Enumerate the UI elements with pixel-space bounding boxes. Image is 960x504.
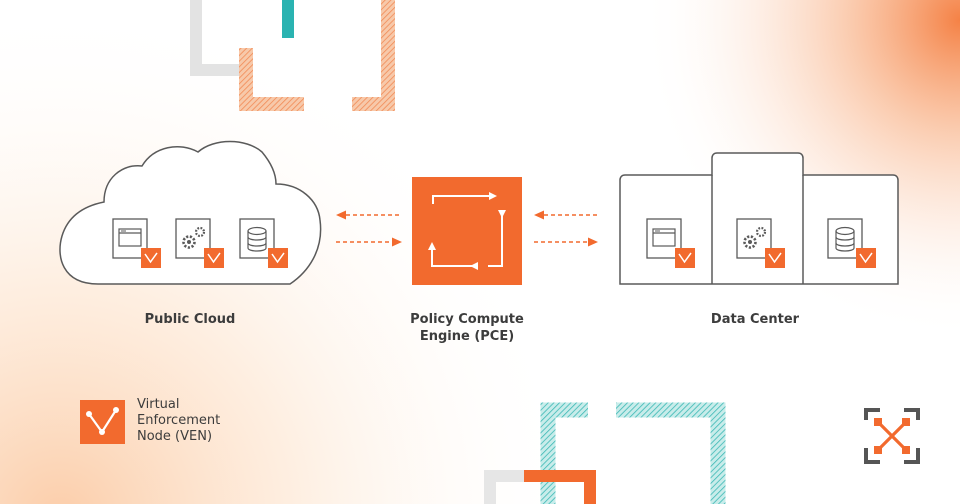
cycle-arrows-icon xyxy=(428,192,506,270)
pce-label-line1: Policy Compute xyxy=(410,312,524,327)
database-icon xyxy=(247,226,267,252)
ven-badge xyxy=(675,248,695,268)
legend-line-2: Enforcement xyxy=(137,413,221,428)
pce-label: Policy Compute Engine (PCE) xyxy=(392,311,542,345)
ven-badge xyxy=(765,248,785,268)
database-icon xyxy=(835,226,855,252)
ven-legend-label: Virtual Enforcement Node (VEN) xyxy=(137,397,220,445)
gears-icon xyxy=(182,226,206,249)
data-center-label: Data Center xyxy=(710,312,800,327)
workload-gears xyxy=(175,218,224,268)
pce-node xyxy=(412,177,522,285)
ven-badge xyxy=(268,248,288,268)
workload-database xyxy=(827,218,876,268)
workload-browser xyxy=(646,218,695,268)
pce-label-line2: Engine (PCE) xyxy=(419,329,515,344)
arrows-cloud-pce xyxy=(336,210,402,247)
public-cloud-node xyxy=(59,140,322,285)
ven-badge xyxy=(204,248,224,268)
ven-badge xyxy=(856,248,876,268)
workload-gears xyxy=(736,218,785,268)
workload-browser xyxy=(112,218,161,268)
legend-line-3: Node (VEN) xyxy=(137,429,213,444)
legend-line-1: Virtual xyxy=(137,397,180,412)
data-center-node xyxy=(619,152,899,285)
workload-database xyxy=(239,218,288,268)
gears-icon xyxy=(743,226,767,249)
brand-logo xyxy=(864,408,920,464)
decor-brackets-top xyxy=(190,0,395,111)
public-cloud-label: Public Cloud xyxy=(144,312,236,327)
browser-window-icon xyxy=(118,228,142,247)
decor-brackets-bottom xyxy=(484,402,726,504)
ven-badge xyxy=(141,248,161,268)
arrows-pce-datacenter xyxy=(534,210,598,247)
browser-window-icon xyxy=(652,228,676,247)
ven-legend-icon xyxy=(80,400,125,444)
